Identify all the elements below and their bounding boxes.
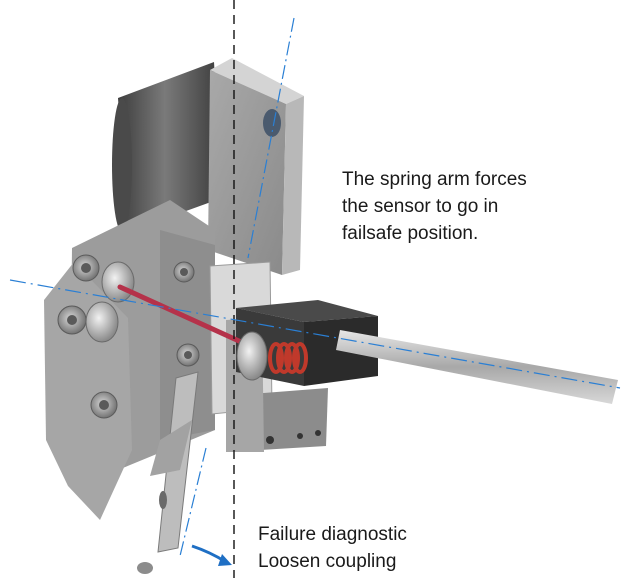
- spring-end-cap: [236, 331, 268, 381]
- failure-diagnostic-callout: Failure diagnostic Loosen coupling: [258, 521, 407, 575]
- bolt: [176, 343, 200, 367]
- tilted-axis-line: [247, 17, 295, 259]
- spring-arm-callout-line: failsafe position.: [342, 223, 479, 244]
- lever-arm: [137, 371, 199, 574]
- roller: [85, 301, 119, 343]
- spring-arm-callout-line: The spring arm forces: [342, 169, 527, 190]
- rotation-arrow: [191, 544, 232, 566]
- bolt: [173, 261, 195, 283]
- bracket-hole: [263, 109, 281, 137]
- bolt: [90, 391, 118, 419]
- coil-spring: [268, 342, 308, 374]
- horizontal-axis-line: [9, 279, 621, 389]
- tilted-axis-line-lower: [179, 447, 207, 557]
- loosen-coupling-line: Loosen coupling: [258, 551, 397, 572]
- motor-cylinder: [112, 62, 222, 232]
- spring-arm-callout: The spring arm forces the sensor to go i…: [342, 166, 527, 247]
- spring-arm-callout-line: the sensor to go in: [342, 196, 499, 217]
- sensor-shaft: [336, 330, 618, 404]
- bolt: [57, 305, 87, 335]
- spring-arm: [117, 284, 253, 349]
- roller: [101, 261, 135, 303]
- vertical-bracket: [208, 58, 304, 275]
- failure-diagnostic-line: Failure diagnostic: [258, 524, 407, 545]
- bolt: [72, 254, 100, 282]
